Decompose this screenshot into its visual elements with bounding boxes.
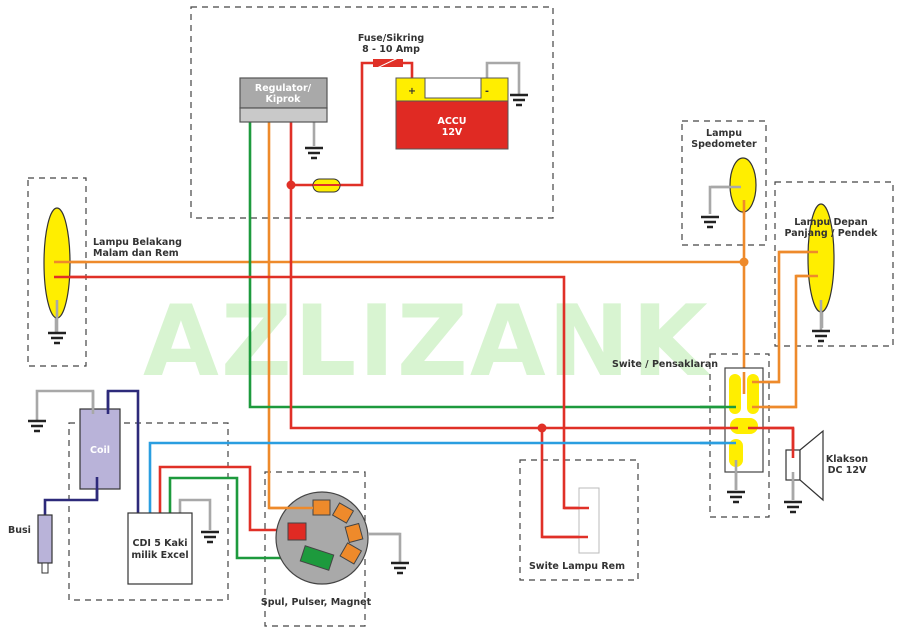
ground-icon [810, 329, 832, 343]
cdi-label-1: CDI 5 Kaki [133, 538, 188, 549]
fuse-label-2: 8 - 10 Amp [362, 44, 420, 55]
battery-minus: - [485, 86, 489, 97]
speedo-lamp-label-2: Spedometer [691, 139, 757, 150]
wire-red-cdi [158, 465, 290, 532]
ground-icon [782, 500, 804, 514]
battery-plus: + [408, 86, 416, 97]
junction-red-brake [537, 423, 547, 433]
light-switch [724, 367, 764, 473]
spark-plug-label: Busi [8, 525, 31, 536]
ground-icon [46, 331, 68, 345]
brake-switch-label: Swite Lampu Rem [529, 561, 625, 572]
wire-ground-stator [368, 532, 402, 562]
ground-icon [26, 419, 48, 433]
regulator: Regulator/ Kiprok [239, 77, 328, 123]
horn [785, 429, 824, 502]
fuse-inline [373, 57, 403, 69]
fuse-label-1: Fuse/Sikring [358, 33, 424, 44]
spark-plug [37, 514, 53, 564]
horn-label-2: DC 12V [828, 465, 867, 476]
rear-lamp-label-1: Lampu Belakang [93, 237, 182, 248]
switch-label: Swite / Pensaklaran [612, 359, 718, 370]
ignition-coil [79, 408, 121, 490]
rear-lamp-box [27, 177, 87, 367]
ground-icon [699, 215, 721, 229]
head-lamp-box [774, 181, 894, 347]
cdi-label-2: milik Excel [131, 550, 188, 561]
ground-icon [303, 146, 325, 160]
ground-icon [389, 561, 411, 575]
wire-red-main [289, 120, 736, 430]
speedometer-lamp-box [681, 120, 767, 246]
wire-orange-headlamp-high [752, 250, 810, 384]
cdi-unit [127, 512, 193, 585]
head-lamp-label-2: Panjang / Pendek [785, 228, 879, 239]
watermark-text: AZLIZANK [143, 285, 711, 399]
wire-green-switch [248, 120, 736, 409]
rear-lamp-label-2: Malam dan Rem [93, 248, 179, 259]
wire-ground-cdi [178, 498, 212, 530]
wire-red-battery [402, 61, 414, 82]
wire-blue-kill [148, 441, 736, 513]
coil-label: Coil [90, 445, 110, 456]
brake-switch [578, 487, 600, 554]
wire-ground-battery [485, 61, 521, 94]
spark-plug-tip [41, 562, 49, 574]
junction-orange-speedo [739, 257, 749, 267]
ground-icon [508, 93, 530, 107]
speedo-lamp-label-1: Lampu [706, 128, 742, 139]
cdi-box [68, 422, 229, 601]
stator-magnet [275, 491, 369, 585]
battery: + - ACCU 12V [395, 77, 509, 150]
stator-label: Spul, Pulser, Magnet [261, 597, 372, 608]
brake-switch-box [519, 459, 639, 581]
junction-red-fuse [286, 180, 296, 190]
regulator-label-1: Regulator/ [255, 83, 312, 94]
horn-label-1: Klakson [826, 454, 869, 465]
ground-icon [725, 490, 747, 504]
regulator-label-2: Kiprok [266, 94, 302, 105]
ground-icon [199, 530, 221, 544]
charging-group-box [190, 6, 554, 219]
wire-green-cdi [168, 476, 312, 560]
head-lamp-label-1: Lampu Depan [794, 217, 868, 228]
battery-label-1: ACCU [437, 116, 466, 127]
battery-label-2: 12V [442, 127, 463, 138]
